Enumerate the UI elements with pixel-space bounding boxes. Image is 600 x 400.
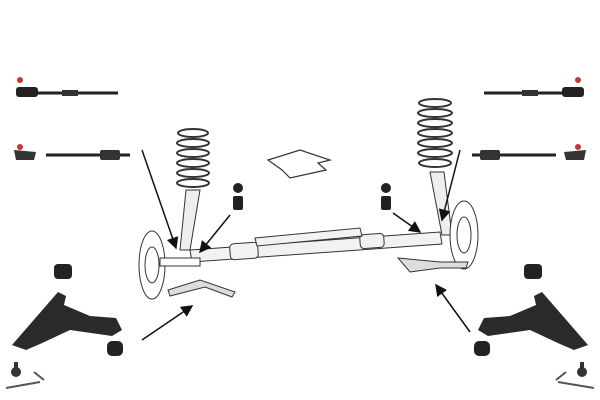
shock-absorber-left bbox=[179, 189, 201, 251]
coil-spring-right bbox=[417, 98, 453, 168]
ball-joint-kit-right bbox=[555, 362, 595, 389]
stabilizer-link-right bbox=[381, 183, 391, 210]
wheel-hub-left bbox=[138, 230, 201, 300]
tie-rod-end-left bbox=[14, 144, 36, 160]
lower-arm-right-mounted bbox=[396, 257, 469, 273]
pointer-arrows bbox=[141, 149, 471, 341]
ball-joint-kit-left bbox=[5, 362, 45, 389]
bushing-left-bottom bbox=[107, 341, 123, 356]
coil-spring-left bbox=[176, 128, 210, 188]
control-arm-right bbox=[478, 292, 588, 350]
lower-arm-left-mounted bbox=[167, 279, 236, 298]
inner-tie-rod-left bbox=[46, 150, 130, 160]
control-arm-left bbox=[12, 292, 122, 350]
direction-arrow-icon bbox=[266, 149, 333, 179]
bushing-right-bottom bbox=[474, 341, 490, 356]
wheel-hub-right bbox=[449, 200, 479, 270]
inner-tie-rod-right bbox=[472, 150, 556, 160]
stabilizer-link-left bbox=[233, 183, 243, 210]
tie-rod-end-right bbox=[564, 144, 586, 160]
tie-rod-assembly-right bbox=[484, 77, 584, 97]
tie-rod-assembly-left bbox=[16, 77, 118, 97]
bushing-right-top bbox=[524, 264, 542, 279]
steering-rack bbox=[189, 227, 443, 263]
shock-absorber-right bbox=[429, 171, 453, 236]
bushing-left-top bbox=[54, 264, 72, 279]
